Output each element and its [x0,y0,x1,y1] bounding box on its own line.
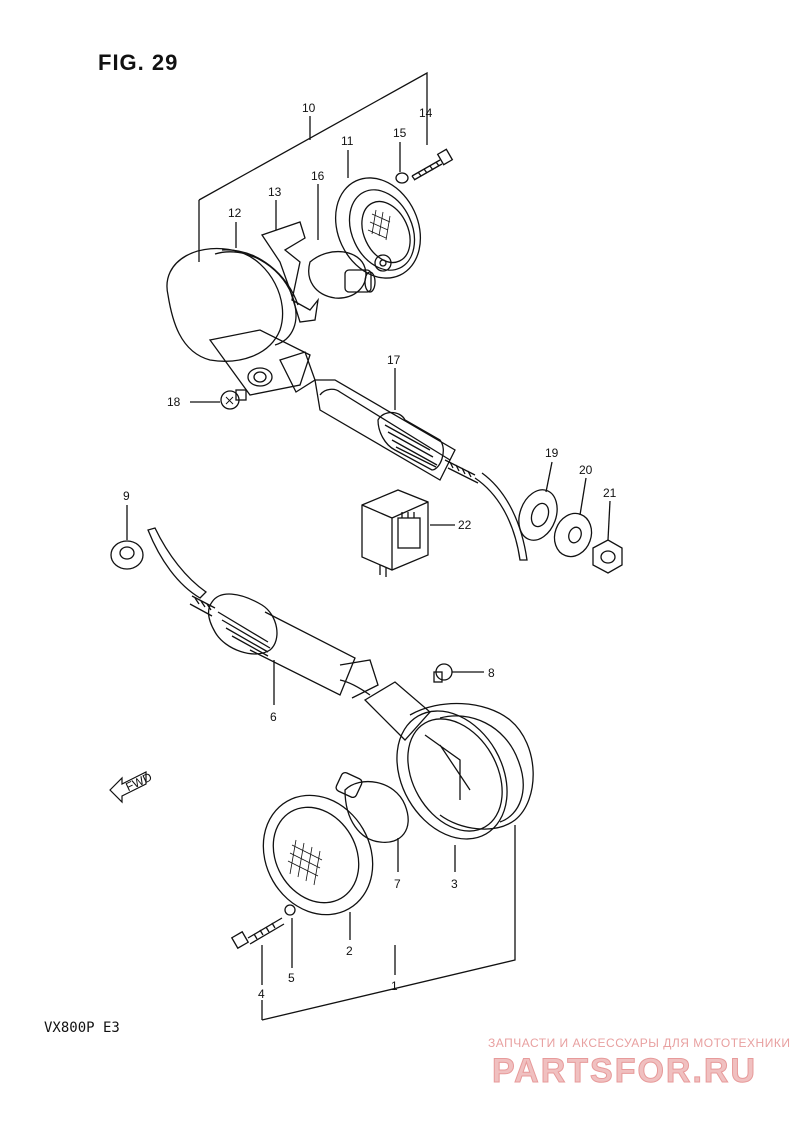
callout-14: 14 [419,106,433,120]
callout-17: 17 [387,353,401,367]
watermark-logo: PARTSFOR.RU [491,1052,758,1091]
screw-18 [220,389,247,410]
bulb-7 [335,771,409,843]
relay-22 [361,489,429,577]
callout-7: 7 [394,877,401,891]
watermark-tagline: ЗАПЧАСТИ И АКСЕССУАРЫ ДЛЯ МОТОТЕХНИКИ [488,1036,791,1050]
callout-8: 8 [488,666,495,680]
nut-19 [518,489,558,541]
fwd-direction-marker: FWD [109,770,154,804]
callout-12: 12 [228,206,242,220]
screw-8 [433,663,453,683]
callout-15: 15 [393,126,407,140]
callout-22: 22 [458,518,472,532]
callout-10: 10 [302,101,316,115]
leader-10 [198,71,428,201]
callout-4: 4 [258,987,265,1001]
screw-14 [411,148,454,181]
rim-3 [396,710,508,840]
nut-21 [592,539,623,574]
callout-1: 1 [391,979,398,993]
callout-9: 9 [123,489,130,503]
lens-11 [334,177,422,279]
nut-9 [110,540,144,570]
callout-13: 13 [268,185,282,199]
callout-6: 6 [270,710,277,724]
leader-1 [261,825,516,1021]
callout-16: 16 [311,169,325,183]
figure-title: FIG. 29 [98,50,179,75]
callout-numbers: 10 14 11 15 16 13 12 17 18 19 20 21 22 9… [123,101,617,1001]
lower-housing-shell [363,681,534,830]
model-code: VX800P E3 [44,1020,120,1036]
washer-5 [284,904,296,916]
bracket-13 [260,221,320,323]
screw-4 [230,917,285,950]
fwd-label: FWD [123,770,154,794]
washer-15 [395,172,409,184]
callout-18: 18 [167,395,181,409]
upper-housing-shell [166,247,316,396]
bulb-16 [308,250,376,299]
stem-17 [314,379,528,561]
callout-11: 11 [341,134,354,148]
callout-21: 21 [603,486,617,500]
callout-5: 5 [288,971,295,985]
lens-2 [262,794,374,916]
callout-19: 19 [545,446,559,460]
callout-2: 2 [346,944,353,958]
stem-6 [147,527,379,699]
callout-20: 20 [579,463,593,477]
callout-3: 3 [451,877,458,891]
